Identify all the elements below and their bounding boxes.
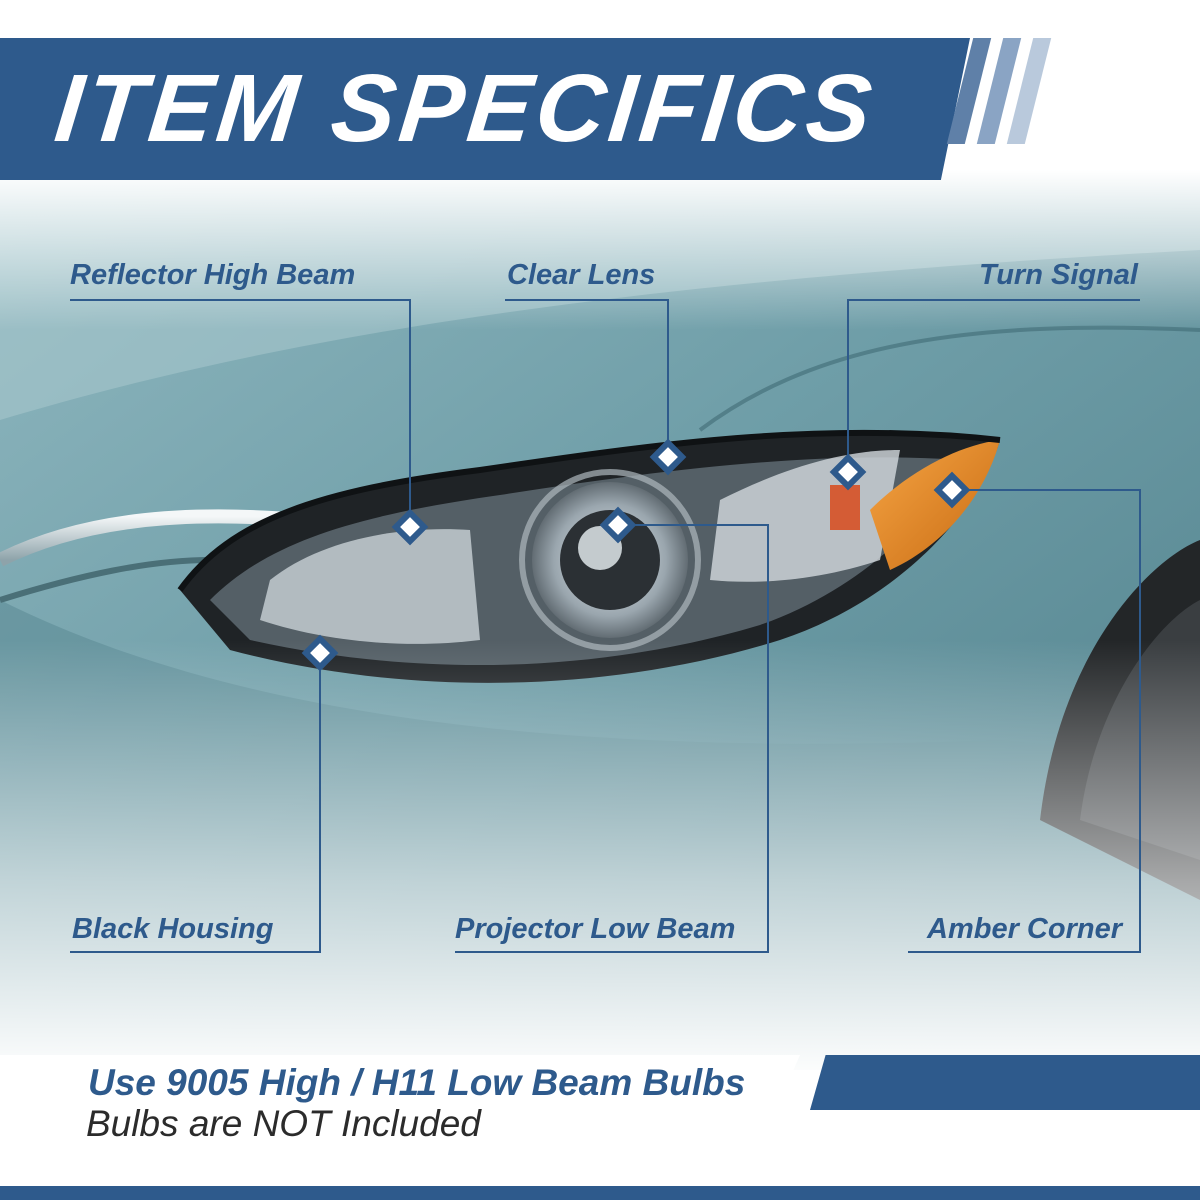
label-black-housing: Black Housing bbox=[72, 913, 274, 945]
bulb-band-right bbox=[810, 1055, 1200, 1110]
diamond-marker-icon bbox=[933, 471, 971, 509]
bulb-requirement: Use 9005 High / H11 Low Beam Bulbs bbox=[88, 1062, 746, 1103]
label-amber-corner: Amber Corner bbox=[927, 913, 1122, 945]
label-reflector-high-beam: Reflector High Beam bbox=[70, 259, 356, 291]
diamond-marker-icon bbox=[301, 634, 339, 672]
label-projector-low-beam: Projector Low Beam bbox=[455, 913, 736, 945]
header-banner bbox=[0, 38, 970, 180]
diamond-marker-icon bbox=[829, 453, 867, 491]
footer-bar bbox=[0, 1186, 1200, 1200]
diamond-marker-icon bbox=[649, 438, 687, 476]
diamond-marker-icon bbox=[391, 508, 429, 546]
diamond-marker-icon bbox=[599, 506, 637, 544]
bulb-band-plate bbox=[0, 1055, 800, 1110]
label-turn-signal: Turn Signal bbox=[979, 259, 1138, 291]
bulb-note: Bulbs are NOT Included bbox=[86, 1103, 481, 1144]
label-clear-lens: Clear Lens bbox=[507, 259, 656, 291]
